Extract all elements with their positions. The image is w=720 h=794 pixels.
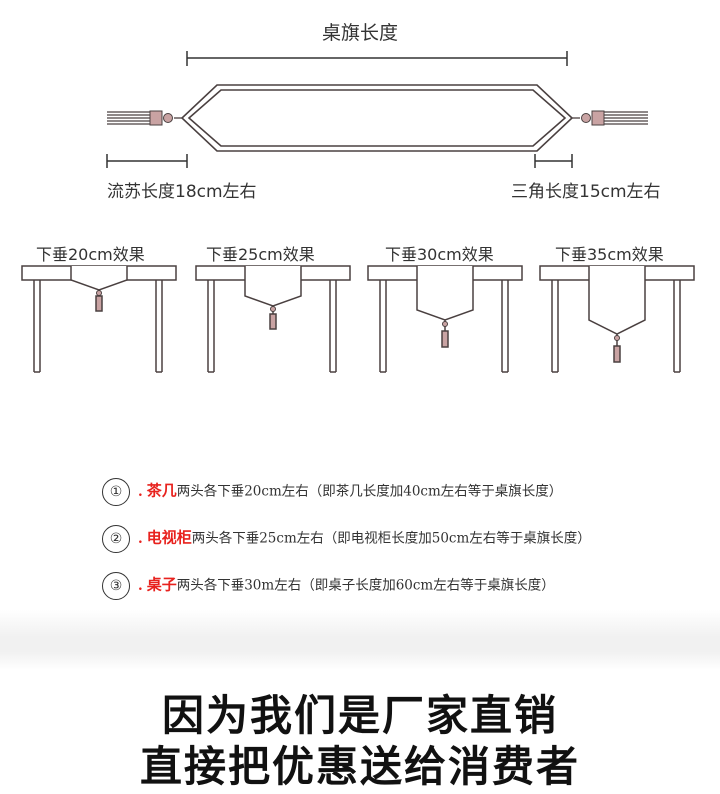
right-tassel-cap — [591, 110, 605, 126]
triangle-measure-line — [534, 154, 573, 168]
right-tassel — [572, 111, 648, 125]
table-drop-30 — [367, 265, 523, 373]
table-drop-20 — [21, 265, 177, 373]
tassel-measure-line — [106, 154, 188, 168]
right-tassel-bead — [581, 113, 591, 123]
slogan-line-1: 因为我们是厂家直销 — [161, 691, 558, 740]
table-runner-outline — [180, 84, 574, 152]
note-item: 茶几 — [146, 481, 177, 500]
left-tassel-bead — [163, 113, 173, 123]
note-text: 两头各下垂25cm左右（即电视柜长度加50cm左右等于桌旗长度） — [191, 530, 591, 547]
note-number: ③ — [102, 572, 130, 600]
note-text: 两头各下垂30m左右（即桌子长度加60cm左右等于桌旗长度） — [176, 577, 555, 594]
triangle-length-label: 三角长度15cm左右 — [511, 182, 661, 202]
note-tv-cabinet: ②.电视柜两头各下垂25cm左右（即电视柜长度加50cm左右等于桌旗长度） — [102, 525, 591, 553]
left-tassel-cap — [149, 110, 163, 126]
drop-label-35: 下垂35cm效果 — [555, 245, 664, 264]
note-number: ① — [102, 478, 130, 506]
note-tea-table: ①.茶几两头各下垂20cm左右（即茶几长度加40cm左右等于桌旗长度） — [102, 478, 562, 506]
table-drop-25 — [195, 265, 351, 373]
drop-label-30: 下垂30cm效果 — [385, 245, 494, 264]
divider-band — [0, 610, 720, 670]
note-table: ③.桌子两头各下垂30m左右（即桌子长度加60cm左右等于桌旗长度） — [102, 572, 555, 600]
drop-label-20: 下垂20cm效果 — [36, 245, 145, 264]
note-number: ② — [102, 525, 130, 553]
diagram-title: 桌旗长度 — [321, 22, 398, 44]
slogan-line-2: 直接把优惠送给消费者 — [139, 742, 580, 791]
note-item: 电视柜 — [146, 528, 192, 547]
note-text: 两头各下垂20cm左右（即茶几长度加40cm左右等于桌旗长度） — [176, 483, 563, 500]
table-drop-35 — [539, 265, 695, 373]
note-item: 桌子 — [146, 575, 177, 594]
length-measure-line — [186, 51, 568, 66]
drop-label-25: 下垂25cm效果 — [206, 245, 315, 264]
tassel-length-label: 流苏长度18cm左右 — [107, 182, 257, 202]
